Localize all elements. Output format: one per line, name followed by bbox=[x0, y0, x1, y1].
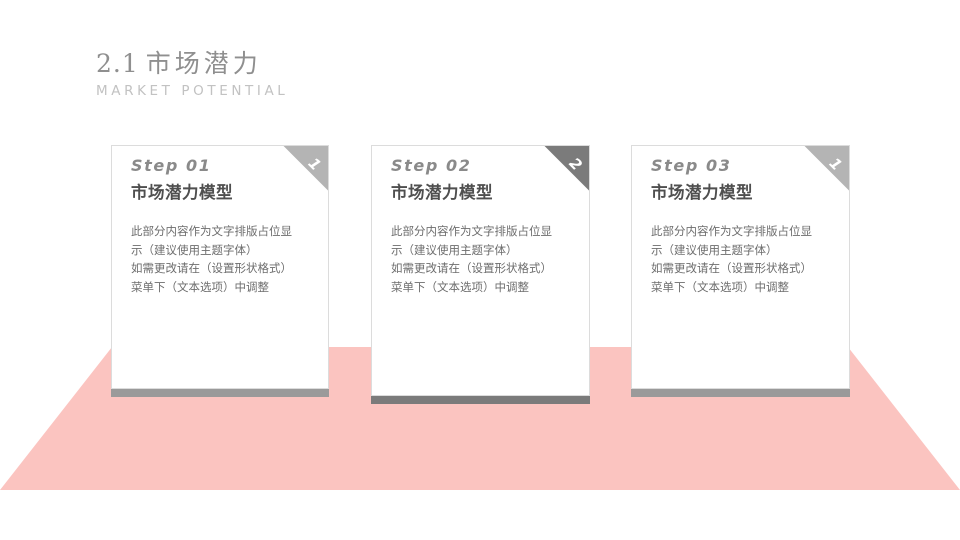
card-body-line: 如需更改请在（设置形状格式） bbox=[651, 261, 812, 276]
card-body-line: 菜单下（文本选项）中调整 bbox=[391, 279, 529, 294]
card-body-line: 菜单下（文本选项）中调整 bbox=[651, 279, 789, 294]
card-body: 此部分内容作为文字排版占位显 示（建议使用主题字体） 如需更改请在（设置形状格式… bbox=[391, 222, 575, 297]
step-card[interactable]: 1 Step 03 市场潜力模型 此部分内容作为文字排版占位显 示（建议使用主题… bbox=[631, 145, 850, 389]
card-body-line: 示（建议使用主题字体） bbox=[651, 242, 778, 257]
step-card[interactable]: 2 Step 02 市场潜力模型 此部分内容作为文字排版占位显 示（建议使用主题… bbox=[371, 145, 590, 396]
card-content: Step 02 市场潜力模型 此部分内容作为文字排版占位显 示（建议使用主题字体… bbox=[372, 146, 589, 296]
page-title-number: 2.1 bbox=[96, 49, 139, 78]
card-body-line: 示（建议使用主题字体） bbox=[391, 242, 518, 257]
page-title-text: 市场潜力 bbox=[145, 49, 262, 78]
card-body-line: 如需更改请在（设置形状格式） bbox=[131, 261, 292, 276]
card-step-label: Step 01 bbox=[131, 156, 212, 175]
card-title: 市场潜力模型 bbox=[131, 183, 233, 203]
card-body: 此部分内容作为文字排版占位显 示（建议使用主题字体） 如需更改请在（设置形状格式… bbox=[131, 222, 314, 297]
card-shadow-bar bbox=[631, 389, 850, 397]
card-title: 市场潜力模型 bbox=[651, 183, 753, 203]
card-title: 市场潜力模型 bbox=[391, 183, 493, 203]
card-shadow-bar bbox=[371, 396, 590, 404]
card-body-line: 如需更改请在（设置形状格式） bbox=[391, 261, 552, 276]
page-subtitle: MARKET POTENTIAL bbox=[96, 82, 289, 99]
card-step-label: Step 02 bbox=[391, 156, 472, 175]
card-body-line: 示（建议使用主题字体） bbox=[131, 242, 258, 257]
step-card[interactable]: 1 Step 01 市场潜力模型 此部分内容作为文字排版占位显 示（建议使用主题… bbox=[111, 145, 329, 389]
card-step-label: Step 03 bbox=[651, 156, 732, 175]
card-content: Step 01 市场潜力模型 此部分内容作为文字排版占位显 示（建议使用主题字体… bbox=[112, 146, 328, 296]
card-body-line: 菜单下（文本选项）中调整 bbox=[131, 279, 269, 294]
card-body: 此部分内容作为文字排版占位显 示（建议使用主题字体） 如需更改请在（设置形状格式… bbox=[651, 222, 835, 297]
card-body-line: 此部分内容作为文字排版占位显 bbox=[651, 223, 812, 238]
card-body-line: 此部分内容作为文字排版占位显 bbox=[131, 223, 292, 238]
card-shadow-bar bbox=[111, 389, 329, 397]
card-body-line: 此部分内容作为文字排版占位显 bbox=[391, 223, 552, 238]
card-content: Step 03 市场潜力模型 此部分内容作为文字排版占位显 示（建议使用主题字体… bbox=[632, 146, 849, 296]
